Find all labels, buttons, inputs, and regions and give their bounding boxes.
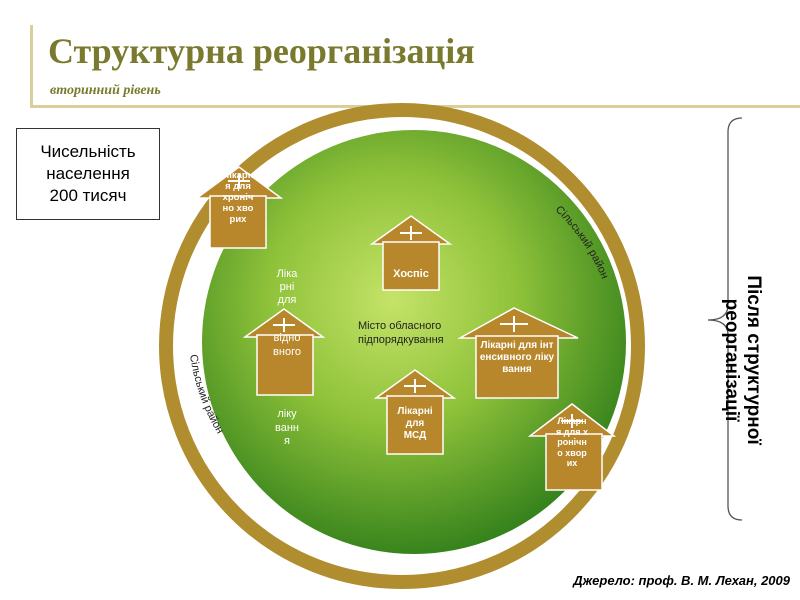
plus-icon xyxy=(400,226,422,240)
house-chronic-top xyxy=(194,166,284,249)
city-circle xyxy=(202,130,626,554)
population-line3: 200 тисяч xyxy=(49,186,127,205)
plus-icon xyxy=(404,379,426,393)
house-chronic-bottom xyxy=(527,403,617,491)
house-intensive xyxy=(457,307,579,399)
source-note: Джерело: проф. В. М. Лехан, 2009 xyxy=(573,573,790,588)
page-subtitle: вторинний рівень xyxy=(50,83,161,98)
after-reorganization-line2: реорганізації xyxy=(721,298,742,422)
plus-icon xyxy=(561,414,583,428)
population-box: Чисельність населення 200 тисяч xyxy=(16,128,160,220)
title-accent-line xyxy=(30,25,33,107)
population-line1: Чисельність xyxy=(40,142,136,161)
rural-district-ring xyxy=(159,103,645,589)
after-reorganization-line1: Після структурної xyxy=(743,275,764,445)
rehab-label-part2: відновного xyxy=(273,332,301,358)
house-intensive-label: Лікарні для інтенсивного лікування xyxy=(479,340,555,375)
plus-icon xyxy=(228,174,250,188)
plus-icon xyxy=(500,316,528,332)
house-chronic-bottom-label: Лікарня для хронічно хворих xyxy=(556,416,588,468)
house-rehab xyxy=(242,308,326,396)
city-label-line2: підпорядкування xyxy=(358,334,444,346)
house-msd-label: Лікарні для МСД xyxy=(397,406,433,441)
rehab-label-part3: лікування xyxy=(275,408,299,447)
house-hospice: Хоспіс xyxy=(369,215,453,291)
house-msd xyxy=(373,369,457,455)
house-chronic-top-label: Лікарня для хронічно хворих xyxy=(222,170,254,225)
city-label-line1: Місто обласного xyxy=(358,320,441,332)
plus-icon xyxy=(273,318,295,332)
page-title: Структурна реорганізація xyxy=(48,31,475,71)
population-line2: населення xyxy=(46,164,130,183)
rehab-label-part1: Лікарні для xyxy=(276,268,298,306)
right-brace xyxy=(707,117,743,521)
house-hospice-label: Хоспіс xyxy=(393,268,429,280)
after-reorganization-label: Після структурної реорганізації xyxy=(720,235,764,485)
